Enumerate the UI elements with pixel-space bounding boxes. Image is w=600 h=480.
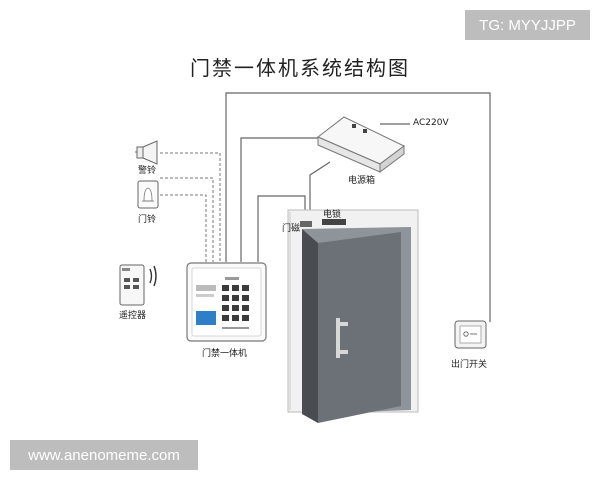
door-magnet bbox=[300, 221, 312, 227]
label-doorbell: 门铃 bbox=[138, 215, 157, 225]
label-power-input: AC220V bbox=[413, 118, 449, 128]
alarm-icon bbox=[135, 140, 158, 165]
dashed-wiring bbox=[160, 152, 221, 262]
label-alarm: 警铃 bbox=[138, 166, 157, 176]
watermark: www.anenomeme.com bbox=[10, 440, 198, 470]
doorbell-icon bbox=[137, 180, 159, 209]
label-controller: 门禁一体机 bbox=[202, 349, 248, 359]
label-electric-lock: 电锁 bbox=[323, 210, 342, 220]
wiring bbox=[225, 92, 491, 322]
corner-badge: TG: MYYJJPP bbox=[465, 10, 590, 40]
label-power-box: 电源箱 bbox=[348, 176, 376, 186]
label-exit-button: 出门开关 bbox=[451, 360, 488, 370]
keypad-controller bbox=[186, 262, 267, 342]
label-remote: 遥控器 bbox=[119, 311, 147, 321]
exit-button-icon bbox=[454, 320, 487, 349]
diagram-title: 门禁一体机系统结构图 bbox=[190, 56, 410, 80]
power-box bbox=[317, 116, 405, 173]
door bbox=[302, 227, 411, 423]
label-door-magnet: 门磁 bbox=[282, 224, 301, 234]
electric-lock bbox=[322, 219, 346, 225]
remote-icon bbox=[119, 264, 157, 306]
